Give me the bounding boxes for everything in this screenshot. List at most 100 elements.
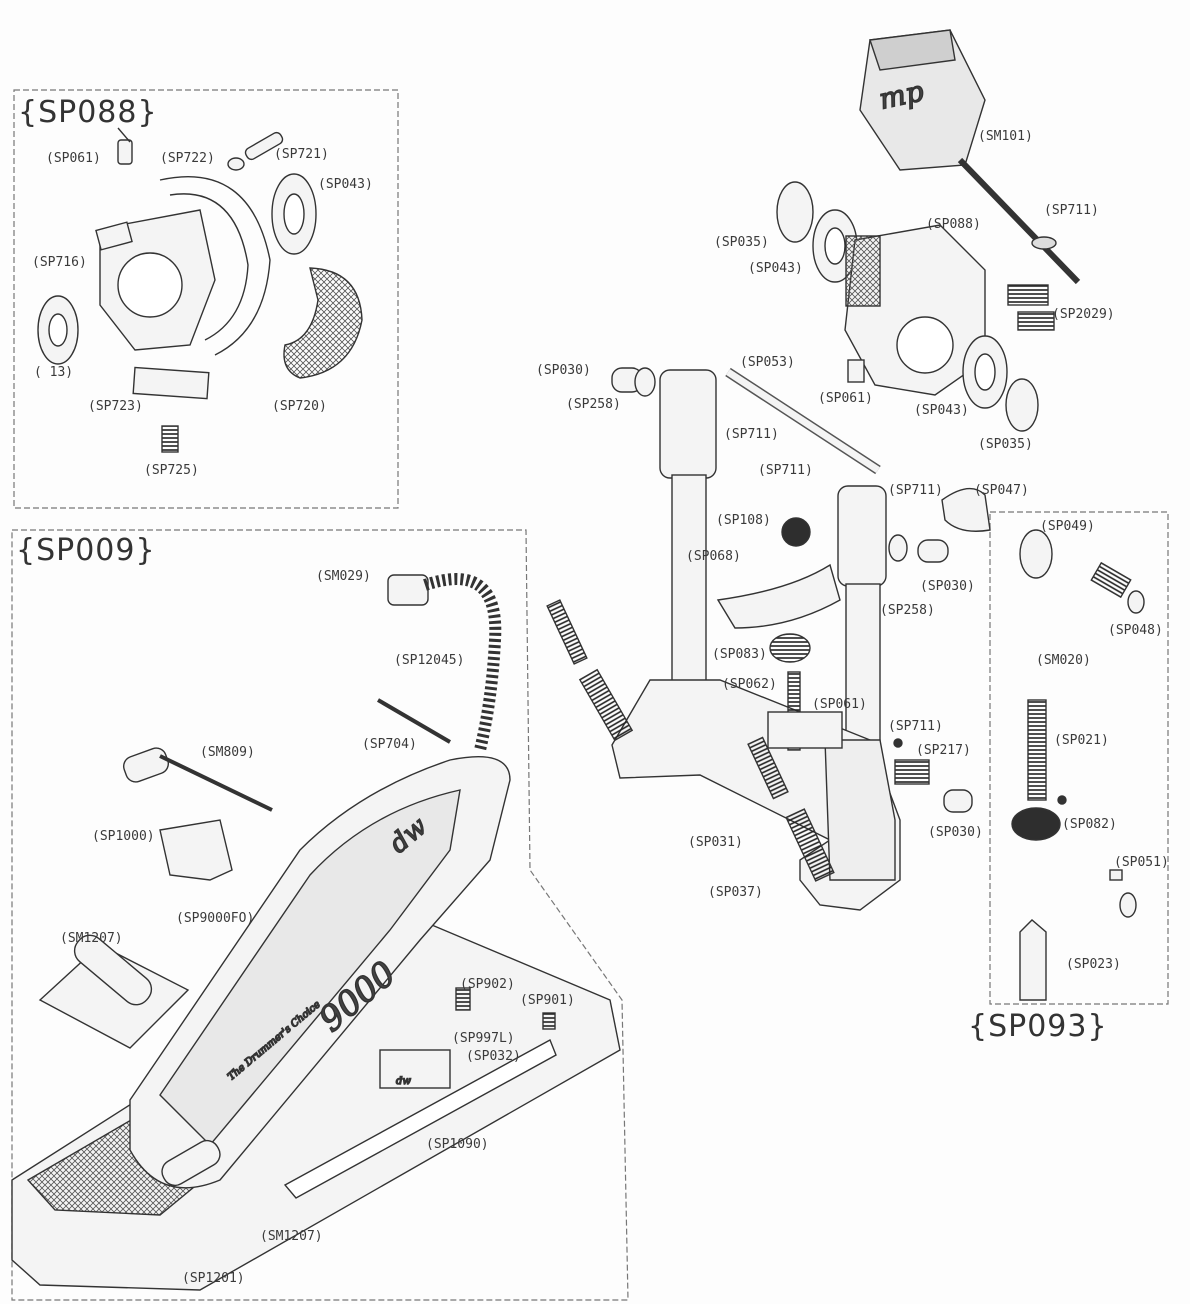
label-sp053: (SP053) (740, 355, 795, 370)
sp082-screw (1057, 795, 1067, 805)
label-sp035-hub: (SP035) (978, 437, 1033, 452)
label-sp108: (SP108) (716, 513, 771, 528)
label-sp068: (SP068) (686, 549, 741, 564)
sp2029-bolt-a (1007, 284, 1049, 306)
sp043-hub-bearing-hole (974, 353, 996, 391)
right-post-block (837, 485, 887, 587)
sm1207-heel-hinge (161, 1139, 221, 1187)
label-sm1207-heel: (SM1207) (260, 1229, 323, 1244)
label-sp1090: (SP1090) (426, 1137, 489, 1152)
sp217-bolt (894, 759, 930, 785)
left-spring-bolt (546, 599, 588, 665)
label-sm029: (SM029) (316, 569, 371, 584)
sp043b-bearing-hole (48, 313, 68, 347)
sp030-mid-bushing (917, 539, 949, 563)
label-sp258-top: (SP258) (566, 397, 621, 412)
label-sp258-mid: (SP258) (880, 603, 935, 618)
sm101-beater-top (869, 29, 956, 71)
sp053-axle-fill (726, 369, 880, 473)
label-sp061: (SP061) (46, 151, 101, 166)
sp723-plate (132, 366, 210, 400)
label-sm020: (SM020) (1036, 653, 1091, 668)
sp722-washer (227, 157, 245, 171)
sp720-felt-pad (283, 267, 363, 379)
label-sp2029: (SP2029) (1052, 307, 1115, 322)
sp061-hub-key (847, 359, 865, 383)
sp043-bearing-hole (283, 193, 305, 235)
left-post-block (659, 369, 717, 479)
sp043-top-hole (824, 227, 846, 265)
label-sp037: (SP037) (708, 885, 763, 900)
sp035-top (776, 181, 814, 243)
beater-assembly: mp (859, 29, 1081, 285)
sp082-cap (1011, 807, 1061, 841)
sp051-washer (1119, 892, 1137, 918)
label-sp049: (SP049) (1040, 519, 1095, 534)
right-post (845, 583, 881, 750)
sp725-screw (161, 425, 179, 453)
label-sp082: (SP082) (1062, 817, 1117, 832)
sp12045-chain (423, 573, 502, 752)
sp061-leader (117, 127, 131, 143)
label-sp047: (SP047) (974, 483, 1029, 498)
label-sp032: (SP032) (466, 1049, 521, 1064)
sp088-arc-inner (169, 193, 249, 341)
sp716-bore (117, 252, 183, 318)
sp711-beater-collar (1031, 236, 1057, 250)
group-title-sp093: {SP093} (968, 1009, 1108, 1044)
sm1207-hinge-plate (38, 944, 190, 1049)
sp051-key (1109, 869, 1123, 881)
sp093-group-border (989, 511, 1169, 1005)
label-sp704: (SP704) (362, 737, 417, 752)
left-post (671, 474, 707, 701)
sp902-screw (455, 987, 471, 1011)
label-sp711-low: (SP711) (888, 719, 943, 734)
sp088-group-border (13, 89, 399, 509)
sp023-nut (1019, 919, 1047, 1001)
sp258-top-ring (634, 367, 656, 397)
sp030-low-bushing (943, 789, 973, 813)
sp093-parts (1011, 529, 1145, 1001)
label-sp043-top: (SP043) (748, 261, 803, 276)
label-sp030-top: (SP030) (536, 363, 591, 378)
label-sm101: (SM101) (978, 129, 1033, 144)
label-sp043-hub: (SP043) (914, 403, 969, 418)
label-sp083: (SP083) (712, 647, 767, 662)
sp061-key (117, 139, 133, 165)
label-sp051: (SP051) (1114, 855, 1169, 870)
sp258-mid-ring (888, 534, 908, 562)
sp049-washer (1019, 529, 1053, 579)
label-sp062: (SP062) (722, 677, 777, 692)
sp997l-stop-block (379, 1049, 451, 1089)
label-sm1207-hinge: (SM1207) (60, 931, 123, 946)
label-sp12045: (SP12045) (394, 653, 465, 668)
sp047-cap (941, 487, 991, 532)
label-sp030-mid: (SP030) (920, 579, 975, 594)
label-sp997l: (SP997L) (452, 1031, 515, 1046)
sm809-pin (159, 754, 273, 812)
label-sp720: (SP720) (272, 399, 327, 414)
label-sp711-left: (SP711) (724, 427, 779, 442)
sp1000-clamp (159, 819, 233, 881)
stamp-text: dw (396, 1076, 411, 1087)
label-sp048: (SP048) (1108, 623, 1163, 638)
label-sp023: (SP023) (1066, 957, 1121, 972)
sp048-screw (1090, 561, 1132, 599)
sp061-base-block (767, 711, 843, 749)
sp009-parts: dw 9000 The Drummer's Choice dw (11, 573, 621, 1291)
label-sp061-hub: (SP061) (818, 391, 873, 406)
sm809-bushing (122, 747, 170, 783)
sp721-pin (244, 131, 284, 161)
sp088-hub-bore (896, 316, 954, 374)
label-sp902: (SP902) (460, 977, 515, 992)
sm029-chain-clip (387, 574, 429, 606)
group-title-sp009: {SP009} (16, 533, 156, 568)
sp021-spring-rod (1027, 699, 1047, 801)
beater-shaft (957, 157, 1081, 285)
label-sp721: (SP721) (274, 147, 329, 162)
sp031-bolt (747, 736, 789, 800)
label-sp722: (SP722) (160, 151, 215, 166)
frame-assembly (546, 369, 991, 911)
sp088-parts (37, 127, 363, 453)
